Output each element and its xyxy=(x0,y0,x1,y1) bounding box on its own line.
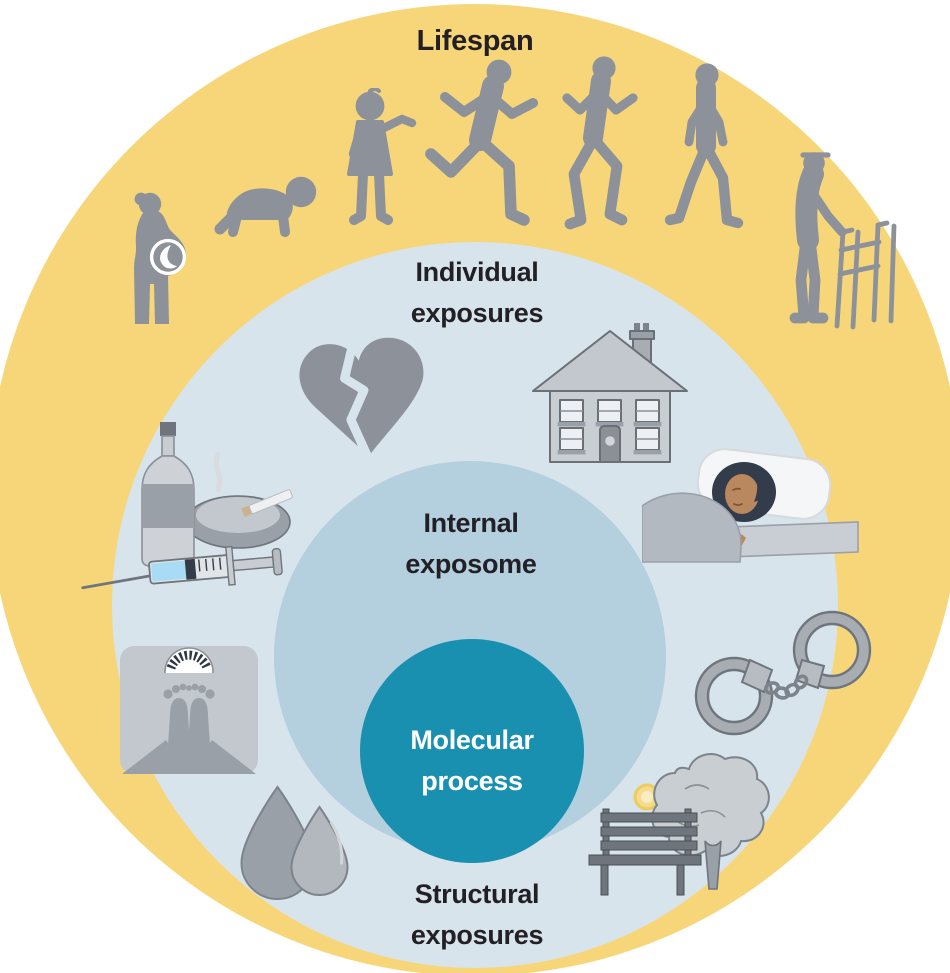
sleeping-person-icon xyxy=(642,438,862,568)
sleeping-person-svg xyxy=(642,448,859,563)
weight-scale-icon xyxy=(110,640,268,782)
toddler-icon xyxy=(324,88,420,240)
elderly-with-walker-icon xyxy=(762,140,904,332)
walking-person-icon xyxy=(650,60,762,238)
house-svg xyxy=(532,323,688,463)
structural-exposures-label: Structural exposures xyxy=(410,879,544,950)
toddler-svg xyxy=(347,88,417,225)
handcuffs-icon xyxy=(682,608,882,740)
water-drops-svg xyxy=(240,785,349,900)
pregnant-woman-icon xyxy=(108,188,224,328)
park-bench-tree-sun-svg xyxy=(588,753,770,896)
crawling-baby-icon xyxy=(196,170,322,240)
jogging-person-icon xyxy=(546,52,654,234)
crawling-baby-svg xyxy=(214,176,317,237)
running-man-svg xyxy=(425,59,538,226)
walking-person-svg xyxy=(664,63,744,229)
handcuffs-svg xyxy=(694,610,872,736)
broken-heart-icon xyxy=(293,328,433,473)
weight-scale-svg xyxy=(120,646,258,774)
lifespan-label: Lifespan xyxy=(416,25,534,57)
internal-exposome-label: Internal exposome xyxy=(405,508,537,579)
broken-heart-svg xyxy=(299,337,424,463)
molecular-process-label: Molecular process xyxy=(410,725,534,796)
alcohol-tobacco-syringe-svg xyxy=(81,422,293,590)
jogging-person-svg xyxy=(562,56,638,230)
pregnant-woman-svg xyxy=(134,192,187,324)
molecular-process-circle xyxy=(360,639,584,863)
park-bench-tree-sun-icon xyxy=(585,745,775,903)
elderly-with-walker-svg xyxy=(789,152,897,330)
individual-exposures-label: Individual exposures xyxy=(410,257,544,328)
alcohol-tobacco-syringe-icon xyxy=(74,418,312,600)
water-drops-icon xyxy=(233,783,358,901)
house-icon xyxy=(526,322,694,464)
running-man-icon xyxy=(420,56,548,238)
